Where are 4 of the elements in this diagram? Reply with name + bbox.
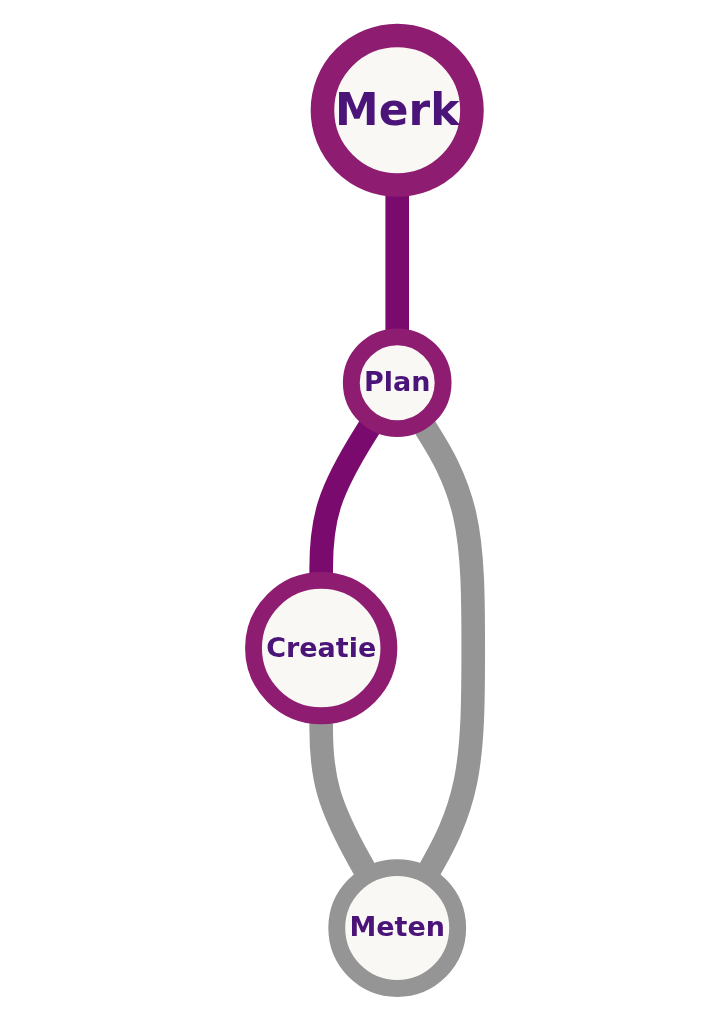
node-circle: Plan: [342, 328, 452, 437]
node-circle: Creatie: [244, 571, 397, 725]
node-circle: Merk: [310, 23, 484, 197]
node-circle: Meten: [327, 859, 466, 997]
